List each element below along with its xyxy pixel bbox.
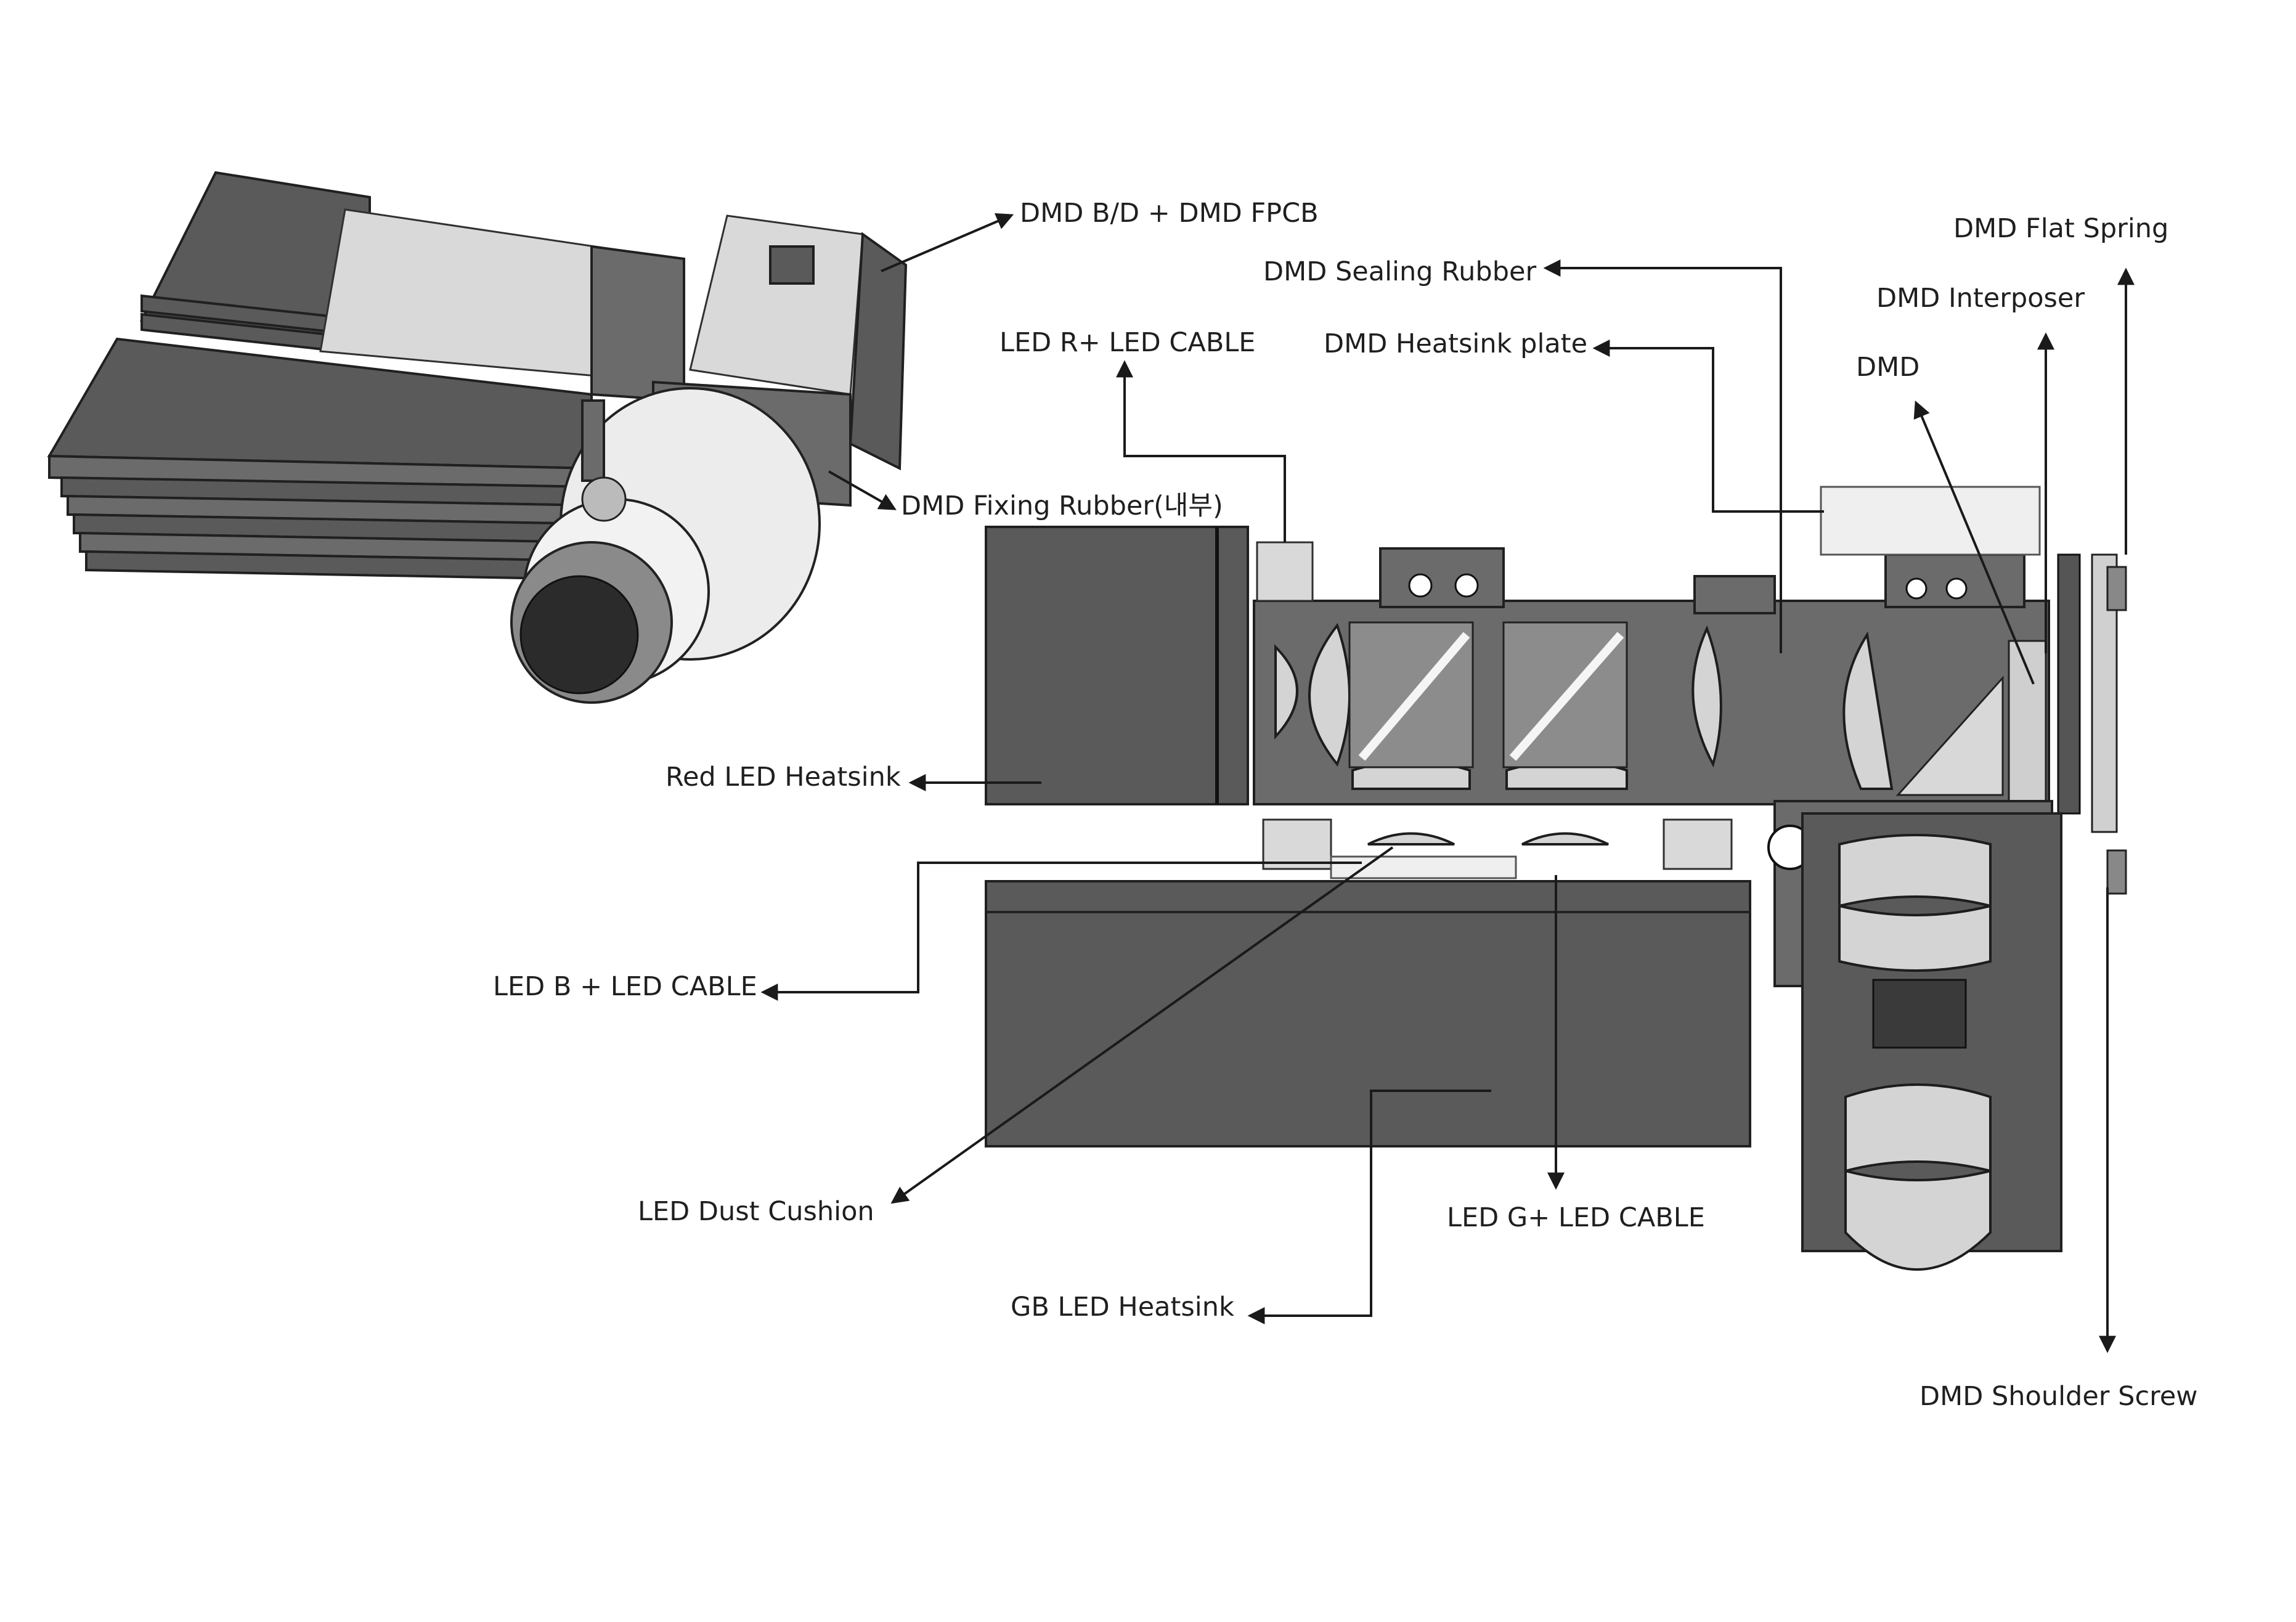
collimator-lenses bbox=[1274, 622, 1722, 846]
dichroic-mirrors bbox=[1348, 621, 1628, 768]
dmd-prism bbox=[1820, 486, 2081, 815]
red-led-heatsink-body bbox=[985, 526, 1249, 805]
label-dmd: DMD bbox=[1856, 352, 1919, 383]
isometric-module-illustration bbox=[47, 171, 908, 704]
upper-heatsink-fins bbox=[139, 171, 371, 356]
label-dmd-heatsink-plate: DMD Heatsink plate bbox=[1324, 328, 1587, 359]
label-red-led-heatsink: Red LED Heatsink bbox=[666, 762, 901, 793]
label-dmd-shoulder-screw: DMD Shoulder Screw bbox=[1919, 1381, 2197, 1412]
leader-dmd bbox=[1913, 400, 2035, 685]
label-led-b-cable: LED B + LED CABLE bbox=[493, 971, 757, 1002]
lower-heatsink-fins bbox=[47, 337, 593, 581]
projection-lens-section bbox=[1767, 800, 2062, 1271]
leader-gb-led-heatsink bbox=[1247, 1090, 1491, 1324]
led-mounts bbox=[1256, 541, 1733, 879]
label-dmd-sealing-rubber: DMD Sealing Rubber bbox=[1263, 256, 1536, 287]
flat-spring-and-screw bbox=[2091, 553, 2127, 895]
label-dmd-bd-fpcb: DMD B/D + DMD FPCB bbox=[1020, 198, 1319, 229]
label-dmd-flat-spring: DMD Flat Spring bbox=[1953, 213, 2168, 244]
gb-led-heatsink-body bbox=[985, 880, 1751, 1147]
leader-led-r-cable bbox=[1116, 360, 1286, 542]
label-dmd-fixing-rubber: DMD Fixing Rubber(내부) bbox=[901, 491, 1223, 521]
leader-lines bbox=[760, 213, 2135, 1353]
leader-dmd-heatsink-plate bbox=[1592, 340, 1824, 513]
callout-labels: DMD B/D + DMD FPCB DMD Fixing Rubber(내부)… bbox=[493, 198, 2197, 1412]
leader-dmd-bd-fpcb bbox=[881, 213, 1014, 272]
leader-led-dust-cushion bbox=[890, 846, 1394, 1204]
label-dmd-interposer: DMD Interposer bbox=[1876, 283, 2085, 314]
label-led-dust-cushion: LED Dust Cushion bbox=[638, 1196, 874, 1227]
projection-lens-barrel bbox=[510, 387, 821, 704]
label-gb-led-heatsink: GB LED Heatsink bbox=[1011, 1292, 1234, 1322]
cross-section-engine bbox=[985, 486, 2127, 1271]
label-led-r-cable: LED R+ LED CABLE bbox=[999, 327, 1255, 358]
leader-dmd-fixing-rubber bbox=[828, 470, 897, 510]
label-led-g-cable: LED G+ LED CABLE bbox=[1447, 1202, 1705, 1233]
leader-dmd-sealing-rubber bbox=[1543, 259, 1782, 653]
leader-led-b-cable bbox=[760, 862, 1362, 1001]
